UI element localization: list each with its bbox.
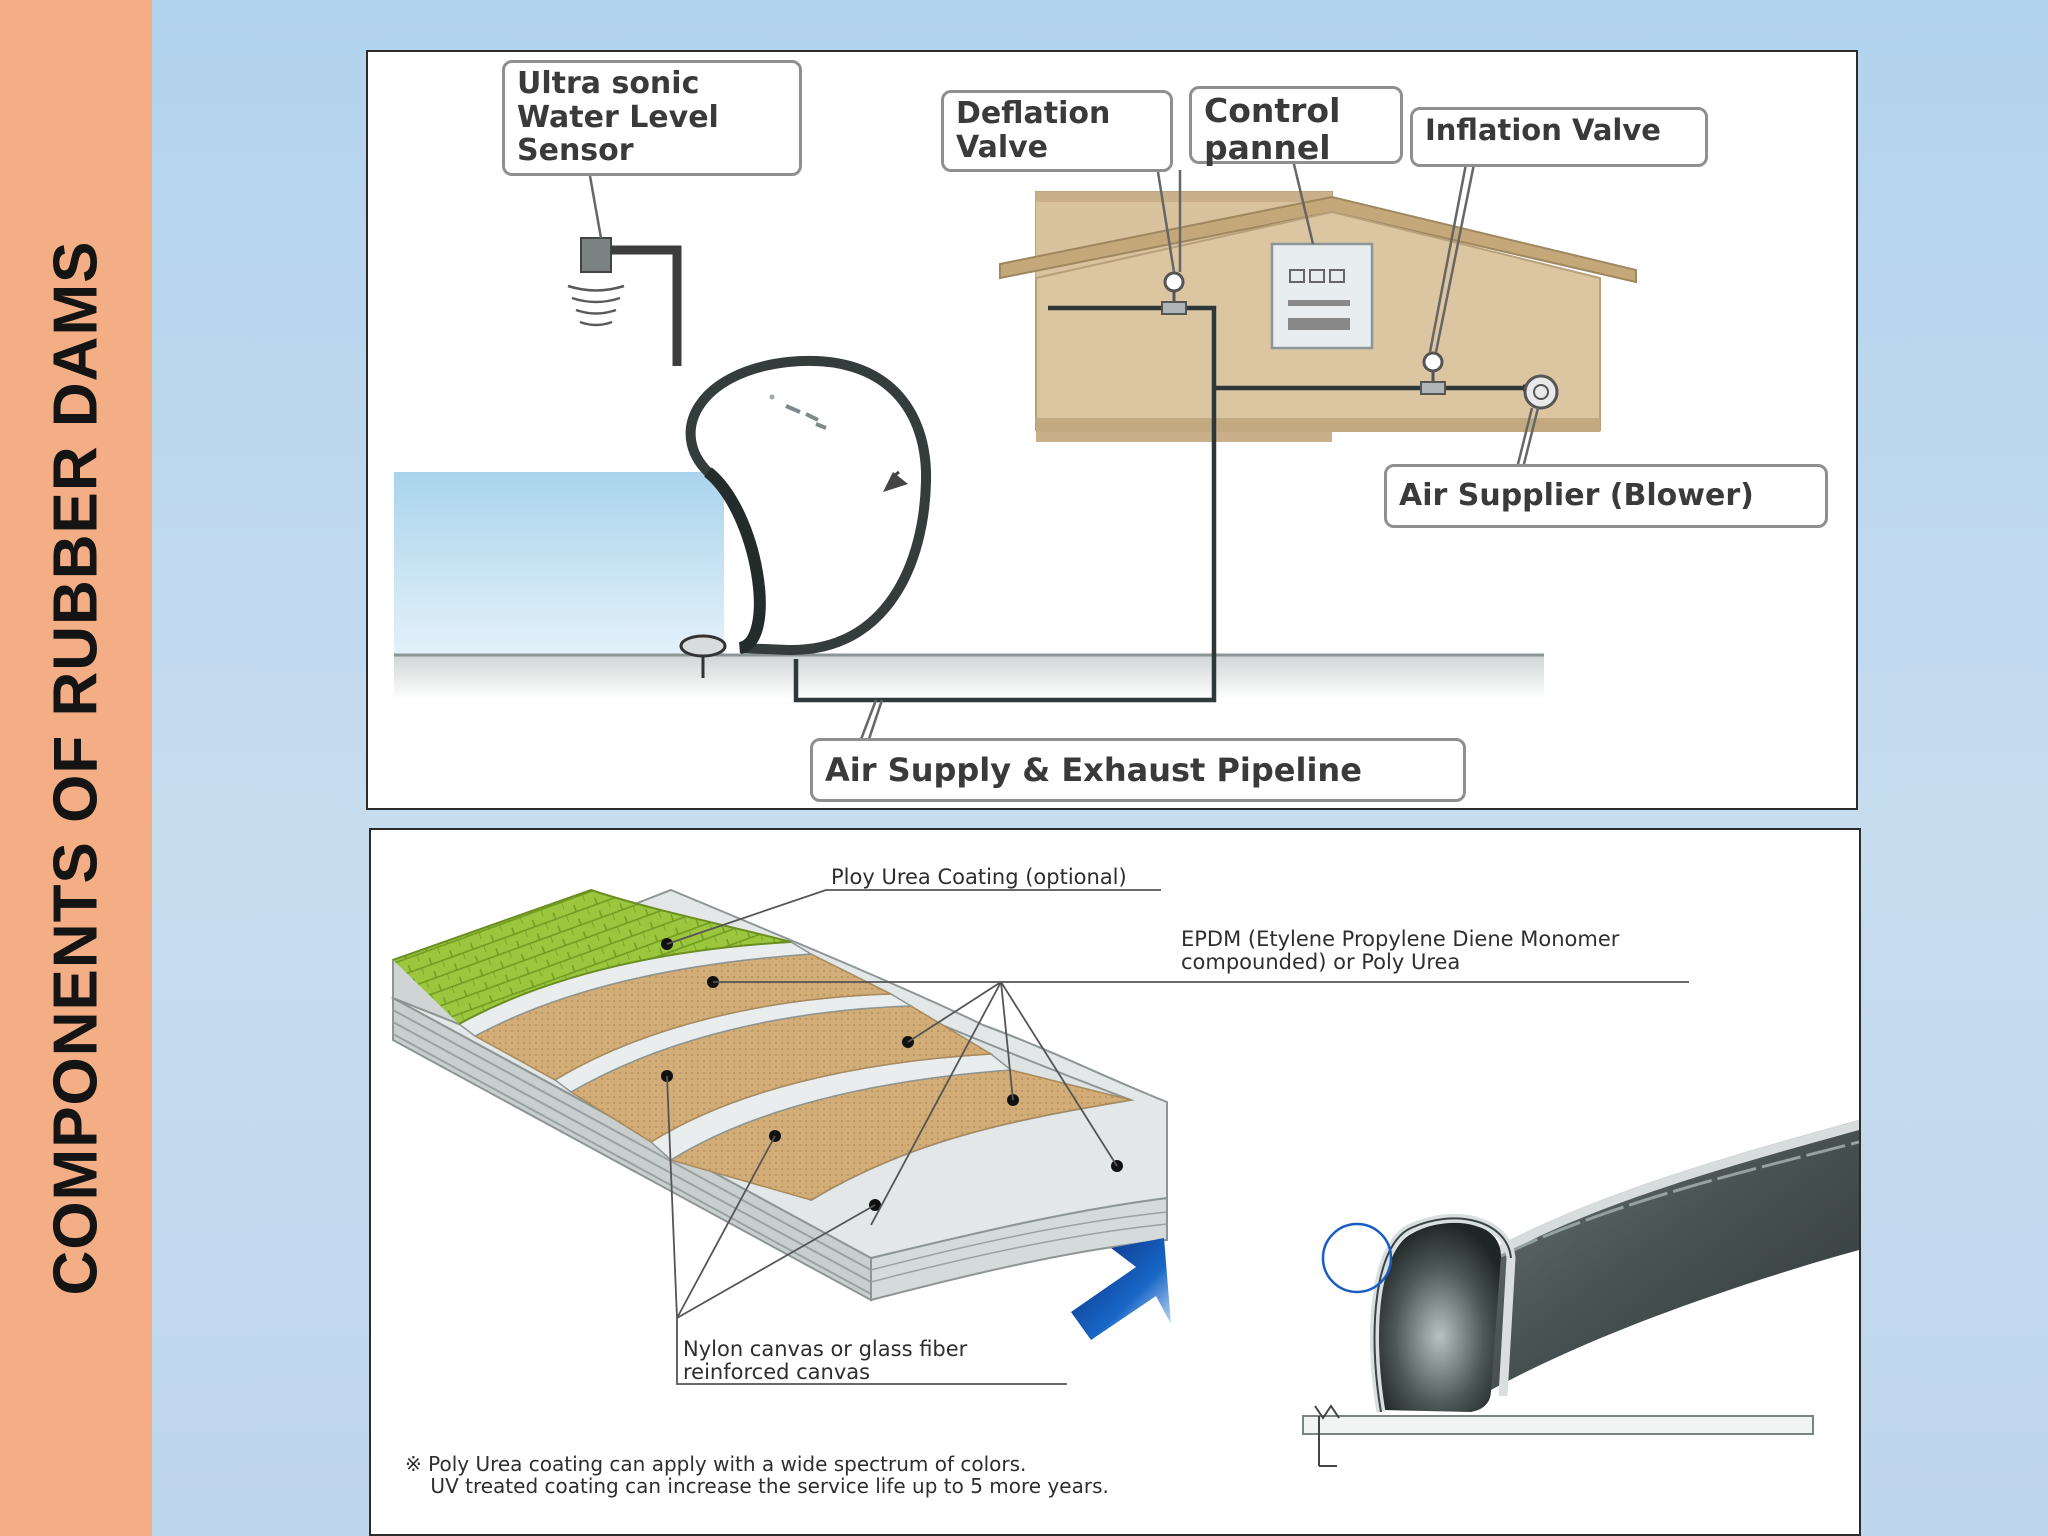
coating-surface bbox=[392, 888, 792, 1026]
slide-title: COMPONENTS OF RUBBER DAMS bbox=[41, 240, 111, 1296]
coating-note: ※ Poly Urea coating can apply with a wid… bbox=[405, 1452, 1109, 1498]
canvas-label: Nylon canvas or glass fiber reinforced c… bbox=[683, 1337, 968, 1384]
rubber-dam-body bbox=[679, 355, 932, 678]
title-sidebar: COMPONENTS OF RUBBER DAMS bbox=[0, 0, 152, 1536]
magnify-arrow-icon bbox=[1071, 1238, 1171, 1340]
inflation-valve-icon bbox=[1420, 351, 1446, 395]
sensor-callout: Ultra sonic Water Level Sensor bbox=[502, 60, 802, 176]
inflation-valve-callout: Inflation Valve bbox=[1410, 107, 1708, 167]
pipeline-callout: Air Supply & Exhaust Pipeline bbox=[810, 738, 1466, 802]
epdm-label: EPDM (Etylene Propylene Diene Monomer co… bbox=[1181, 927, 1620, 974]
layer-diagram-illustration bbox=[390, 888, 1859, 1467]
air-supplier-callout: Air Supplier (Blower) bbox=[1384, 464, 1828, 528]
air-supply-exhaust-pipeline bbox=[793, 305, 1217, 703]
ground bbox=[394, 654, 1544, 700]
system-diagram-illustration bbox=[394, 159, 1637, 743]
control-panel-callout: Control pannel bbox=[1189, 86, 1403, 166]
layer-diagram-panel: Ploy Urea Coating (optional) EPDM (Etyle… bbox=[369, 828, 1861, 1536]
inflated-rubber-tube bbox=[1302, 1120, 1859, 1467]
layered-membrane-section bbox=[390, 888, 1168, 1302]
system-diagram-panel: Ultra sonic Water Level Sensor Deflation… bbox=[366, 50, 1858, 810]
blower-icon bbox=[1523, 374, 1559, 410]
water-body bbox=[394, 472, 724, 662]
deflation-valve-callout: Deflation Valve bbox=[941, 90, 1173, 172]
control-panel-icon bbox=[1270, 242, 1374, 350]
coating-label: Ploy Urea Coating (optional) bbox=[831, 865, 1127, 889]
ultrasonic-sensor-icon bbox=[567, 237, 682, 366]
deflation-valve-icon bbox=[1161, 271, 1187, 315]
